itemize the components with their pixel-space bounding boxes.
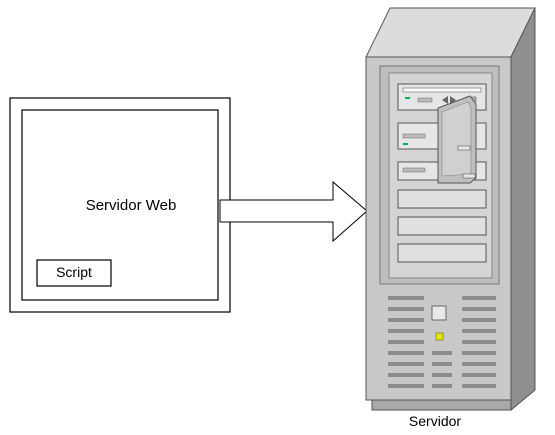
- request-arrow: [219, 180, 368, 243]
- web-server-title: Servidor Web: [85, 197, 177, 214]
- script-label: Script: [56, 264, 92, 280]
- power-button: [431, 305, 447, 321]
- script-box: [36, 259, 112, 287]
- drive-bays: [397, 83, 487, 263]
- power-led: [435, 332, 444, 341]
- server-tower-icon: [365, 7, 536, 412]
- vent-grille: [388, 296, 496, 388]
- server-label: Servidor: [408, 413, 462, 429]
